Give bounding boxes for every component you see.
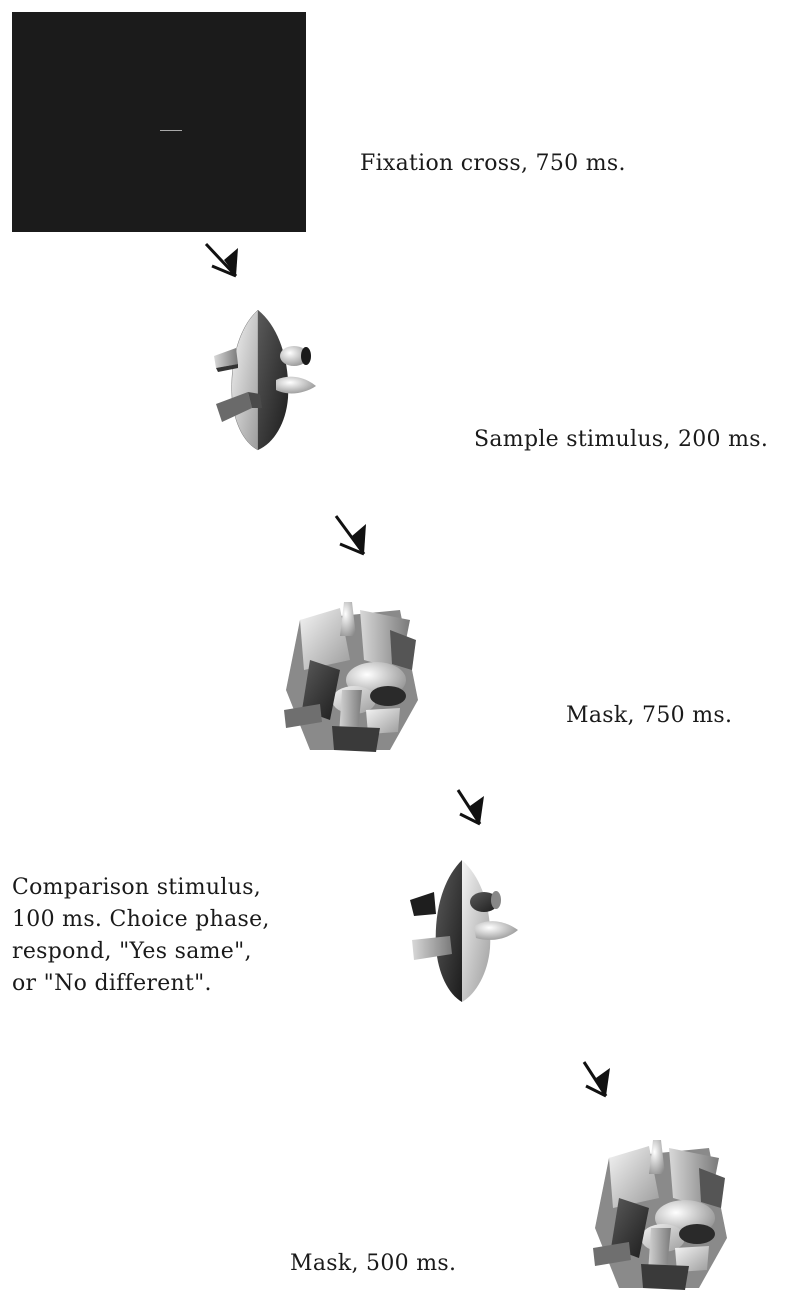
sample-label: Sample stimulus, 200 ms. <box>474 427 769 452</box>
arrow-down-right-icon <box>456 789 484 826</box>
geon-object <box>214 309 316 451</box>
geon-object-rotated <box>410 860 518 1002</box>
fixation-screen <box>12 12 306 232</box>
fixation-label: Fixation cross, 750 ms. <box>360 151 626 176</box>
arrow-down-right-icon <box>204 242 238 278</box>
arrow-down-right-icon <box>582 1061 610 1098</box>
arrow-down-right-icon <box>334 515 366 556</box>
comparison-label: Comparison stimulus, 100 ms. Choice phas… <box>12 875 270 996</box>
mask-500-label: Mask, 500 ms. <box>290 1251 457 1276</box>
fixation-cross <box>160 130 182 131</box>
mask-750-label: Mask, 750 ms. <box>566 703 733 728</box>
mask-collage <box>593 1140 727 1290</box>
mask-collage <box>284 602 418 752</box>
